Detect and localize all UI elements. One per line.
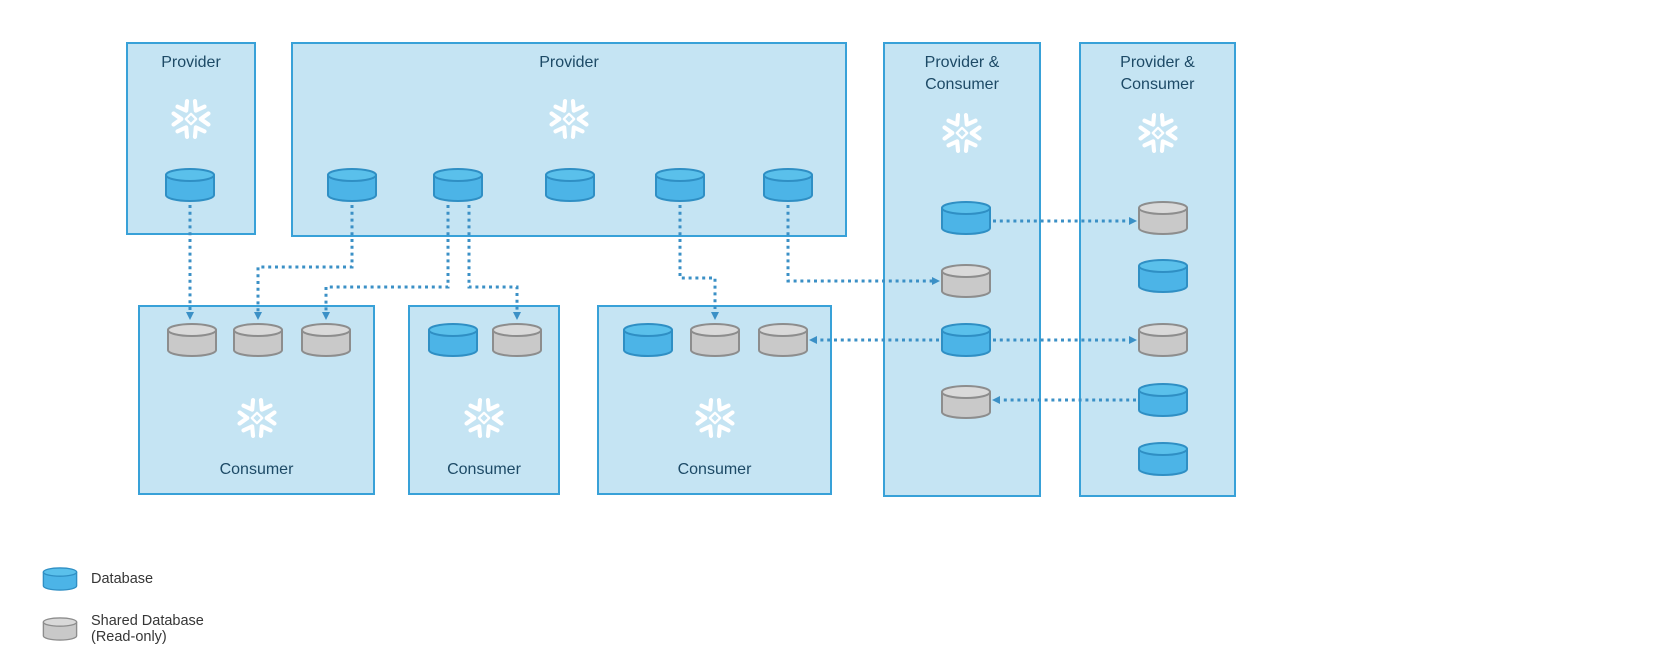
shared-database-icon-pc-2-shared-3: [1138, 323, 1188, 357]
legend-label-line: Shared Database: [91, 613, 204, 629]
legend-label-line: (Read-only): [91, 629, 167, 645]
box-label-line: Consumer: [1120, 76, 1195, 93]
box-label: Consumer: [410, 459, 558, 481]
database-icon-pc-2-db-2: [1138, 259, 1188, 293]
box-provider-1: Provider: [126, 42, 256, 235]
database-icon-provider-2-db-4: [655, 168, 705, 202]
database-icon-pc-1-db-3: [941, 323, 991, 357]
box-label-line: Consumer: [447, 461, 521, 478]
snowflake-icon: [546, 96, 592, 142]
box-provider-2: Provider: [291, 42, 847, 237]
database-icon-consumer-2-db: [428, 323, 478, 357]
database-icon-provider-2-db-1: [327, 168, 377, 202]
database-icon-provider-2-db-2: [433, 168, 483, 202]
shared-database-icon-consumer-2-shared: [492, 323, 542, 357]
shared-database-icon-consumer-1-shared-2: [233, 323, 283, 357]
box-label: Consumer: [140, 459, 373, 481]
box-label-line: Consumer: [219, 461, 294, 478]
box-label-line: Provider: [161, 54, 221, 71]
shared-database-icon-consumer-1-shared-1: [167, 323, 217, 357]
snowflake-icon: [692, 395, 738, 441]
shared-database-cylinder-icon: [42, 616, 78, 642]
database-icon-provider-1-db: [165, 168, 215, 202]
database-icon-pc-2-db-4: [1138, 383, 1188, 417]
database-icon-provider-2-db-3: [545, 168, 595, 202]
snowflake-icon: [234, 395, 280, 441]
box-label-line: Provider: [539, 54, 599, 71]
box-label-line: Provider &: [1120, 54, 1195, 71]
database-icon-consumer-3-db: [623, 323, 673, 357]
box-label: Consumer: [599, 459, 830, 481]
box-label: Provider & Consumer: [885, 52, 1039, 96]
box-label: Provider: [128, 52, 254, 74]
shared-database-icon-pc-1-shared-4: [941, 385, 991, 419]
legend-label-shared-database: Shared Database (Read-only): [91, 613, 204, 645]
shared-database-icon-consumer-3-shared-2: [758, 323, 808, 357]
database-cylinder-glyph: [42, 567, 78, 591]
box-label: Provider & Consumer: [1081, 52, 1234, 96]
shared-database-icon-pc-1-shared-2: [941, 264, 991, 298]
database-icon-provider-2-db-5: [763, 168, 813, 202]
database-icon-pc-1-db-1: [941, 201, 991, 235]
shared-database-cylinder-glyph: [42, 617, 78, 641]
legend-label-line: Database: [91, 571, 154, 587]
database-icon-pc-2-db-5: [1138, 442, 1188, 476]
shared-database-icon-consumer-1-shared-3: [301, 323, 351, 357]
shared-database-icon-consumer-3-shared-1: [690, 323, 740, 357]
snowflake-icon: [461, 395, 507, 441]
box-label-line: Consumer: [925, 76, 999, 93]
snowflake-icon: [168, 96, 214, 142]
legend-label-database: Database: [91, 571, 153, 587]
database-cylinder-icon: [42, 566, 78, 592]
legend-item-shared-database: Shared Database (Read-only): [42, 613, 204, 645]
box-label: Provider: [293, 52, 845, 74]
legend: Database Shared Database (Read-only): [42, 566, 204, 666]
legend-item-database: Database: [42, 566, 204, 592]
shared-database-icon-pc-2-shared-1: [1138, 201, 1188, 235]
snowflake-icon: [939, 110, 985, 156]
box-label-line: Consumer: [677, 461, 752, 478]
box-label-line: Provider &: [924, 54, 1000, 71]
snowflake-icon: [1135, 110, 1181, 156]
